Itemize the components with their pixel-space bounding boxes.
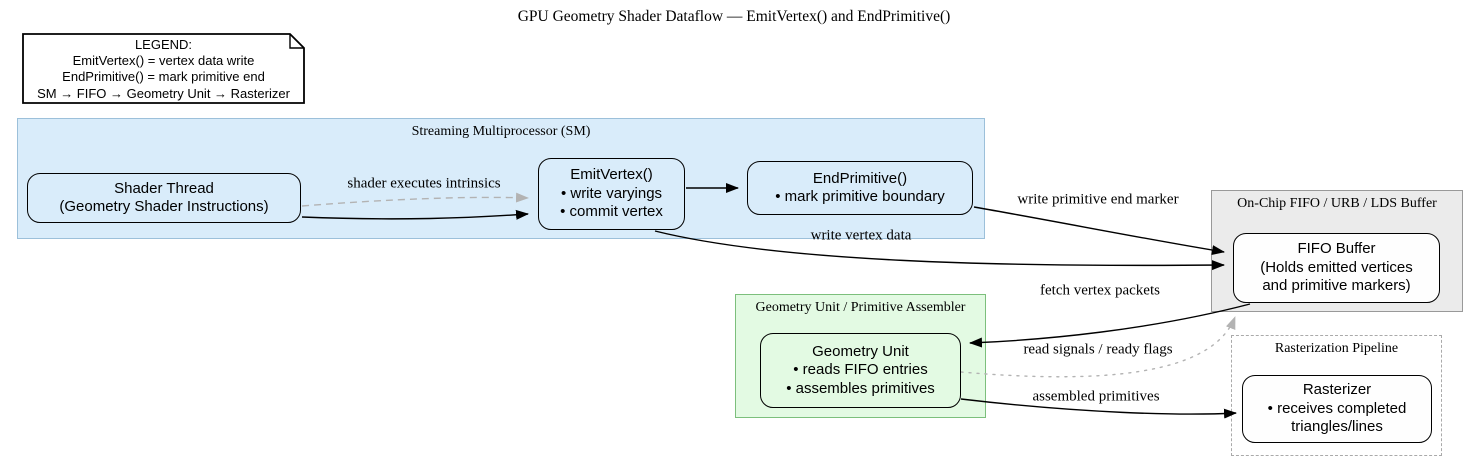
node-rasterizer: Rasterizer • receives completed triangle…	[1242, 375, 1432, 443]
legend-line: SM → FIFO → Geometry Unit → Rasterizer	[37, 85, 290, 101]
node-line: Shader Thread	[114, 179, 214, 197]
edge-label-write-vertex-data: write vertex data	[810, 227, 912, 244]
node-line: Geometry Unit	[812, 342, 909, 360]
node-emit-vertex: EmitVertex() • write varyings • commit v…	[538, 158, 685, 230]
legend-line: EmitVertex() = vertex data write	[72, 53, 255, 69]
node-line: • write varyings	[560, 184, 663, 202]
cluster-label-sm: Streaming Multiprocessor (SM)	[411, 124, 591, 139]
diagram-title: GPU Geometry Shader Dataflow — EmitVerte…	[517, 8, 951, 25]
node-line: • reads FIFO entries	[793, 361, 928, 379]
edge-label-fetch-vertex-packets: fetch vertex packets	[1040, 282, 1160, 299]
cluster-label-raster: Rasterization Pipeline	[1274, 341, 1399, 356]
node-line: EmitVertex()	[570, 166, 653, 184]
node-line: Rasterizer	[1302, 381, 1372, 399]
node-line: • commit vertex	[560, 203, 663, 221]
legend-line: LEGEND:	[134, 37, 193, 52]
cluster-label-gu: Geometry Unit / Primitive Assembler	[755, 300, 966, 315]
node-shader-thread: Shader Thread (Geometry Shader Instructi…	[27, 173, 301, 223]
legend-text: LEGEND: EmitVertex() = vertex data write…	[22, 37, 305, 102]
cluster-label-fifo: On-Chip FIFO / URB / LDS Buffer	[1237, 196, 1437, 211]
legend-note: LEGEND: EmitVertex() = vertex data write…	[22, 33, 305, 104]
edge-label-read-signals: read signals / ready flags	[1023, 341, 1173, 358]
edge-write-primitive-end-marker	[973, 206, 1225, 256]
note-shape-icon	[22, 33, 305, 104]
node-fifo-buffer: FIFO Buffer (Holds emitted vertices and …	[1233, 233, 1440, 303]
node-line: (Geometry Shader Instructions)	[59, 198, 269, 215]
edge-label-write-primitive-end-marker: write primitive end marker	[1017, 191, 1179, 208]
node-line: • mark primitive boundary	[775, 188, 945, 205]
edge-label-shader-executes: shader executes intrinsics	[347, 175, 501, 192]
edge-label-assembled-primitives: assembled primitives	[1032, 388, 1160, 405]
node-line: and primitive markers)	[1262, 277, 1411, 295]
node-line: triangles/lines	[1291, 418, 1383, 436]
node-line: (Holds emitted vertices	[1260, 258, 1413, 276]
legend-line: EndPrimitive() = mark primitive end	[62, 69, 265, 85]
node-line: • receives completed	[1267, 399, 1407, 417]
node-line: • assembles primitives	[786, 379, 935, 397]
edge-fetch-vertex-packets	[969, 303, 1251, 348]
node-end-primitive: EndPrimitive() • mark primitive boundary	[747, 161, 973, 215]
node-line: FIFO Buffer	[1297, 240, 1376, 258]
node-line: EndPrimitive()	[812, 169, 908, 187]
node-geometry-unit: Geometry Unit • reads FIFO entries • ass…	[760, 333, 961, 408]
